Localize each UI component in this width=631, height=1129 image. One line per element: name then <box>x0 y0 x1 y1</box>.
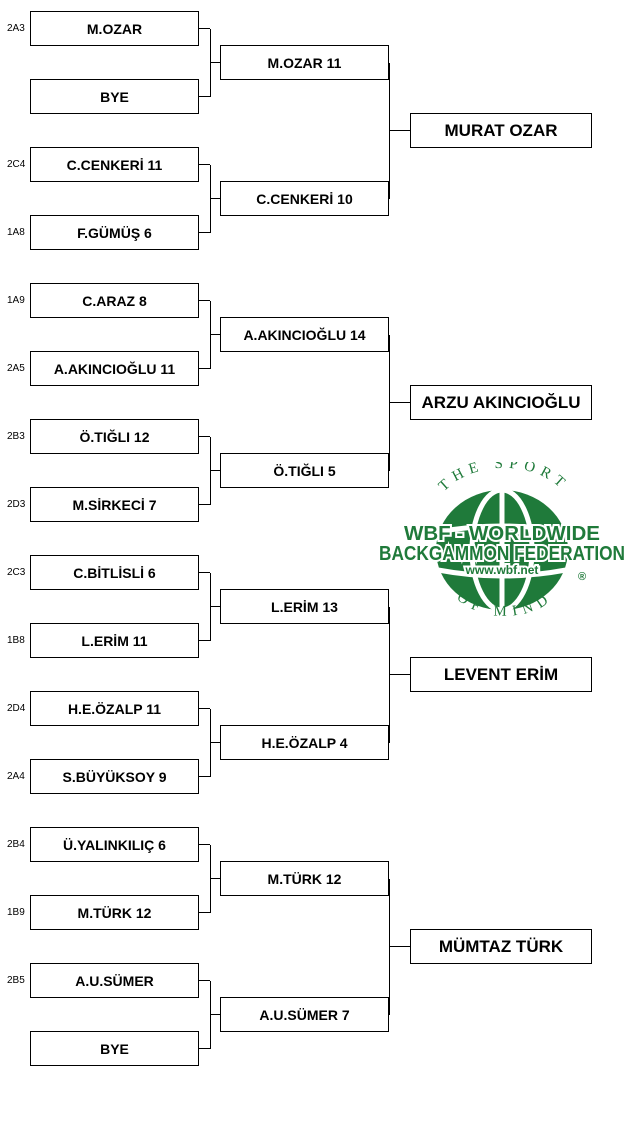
round2-player-box: L.ERİM 13 <box>220 589 389 624</box>
round1-player-box: A.U.SÜMER <box>30 963 199 998</box>
wbf-logo-graphic: THE SPORT OF MIND WBF - WORLDWIDE BACKGA… <box>377 456 627 620</box>
group-winner-box: LEVENT ERİM <box>410 657 592 692</box>
round1-player-box: A.AKINCIOĞLU 11 <box>30 351 199 386</box>
bracket-connector <box>199 980 210 981</box>
bracket-connector <box>199 776 210 777</box>
bracket-connector <box>199 300 210 301</box>
round2-player-box: C.CENKERİ 10 <box>220 181 389 216</box>
round1-player-box: C.BİTLİSLİ 6 <box>30 555 199 590</box>
round2-player-box: A.AKINCIOĞLU 14 <box>220 317 389 352</box>
bracket-connector <box>199 164 210 165</box>
seed-label: 2D4 <box>7 703 26 714</box>
seed-label: 2A5 <box>7 363 25 374</box>
round1-player-box: C.ARAZ 8 <box>30 283 199 318</box>
round1-player-box: M.OZAR <box>30 11 199 46</box>
logo-line1: WBF - WORLDWIDE <box>404 523 600 545</box>
bracket-connector <box>199 436 210 437</box>
round1-player-box: BYE <box>30 79 199 114</box>
seed-label: 2C4 <box>7 159 26 170</box>
round1-player-box: C.CENKERİ 11 <box>30 147 199 182</box>
bracket-connector <box>210 470 220 471</box>
bracket-connector <box>199 708 210 709</box>
bracket-connector <box>389 130 410 131</box>
bracket-connector <box>389 402 410 403</box>
bracket-connector <box>389 674 410 675</box>
bracket-connector <box>210 1014 220 1015</box>
bracket-connector <box>210 606 220 607</box>
seed-label: 2A4 <box>7 771 25 782</box>
bracket-connector <box>199 572 210 573</box>
wbf-logo: THE SPORT OF MIND WBF - WORLDWIDE BACKGA… <box>376 456 628 622</box>
round1-player-box: Ö.TIĞLI 12 <box>30 419 199 454</box>
bracket-connector <box>199 912 210 913</box>
bracket-connector <box>199 96 210 97</box>
bracket-connector <box>199 28 210 29</box>
seed-label: 2B4 <box>7 839 25 850</box>
round1-player-box: M.SİRKECİ 7 <box>30 487 199 522</box>
round1-player-box: Ü.YALINKILIÇ 6 <box>30 827 199 862</box>
logo-registered-mark: ® <box>578 571 586 583</box>
bracket-connector <box>199 844 210 845</box>
bracket-connector <box>210 198 220 199</box>
logo-line2: BACKGAMMON FEDERATION <box>379 543 625 565</box>
round1-player-box: F.GÜMÜŞ 6 <box>30 215 199 250</box>
bracket-connector <box>210 742 220 743</box>
seed-label: 2B3 <box>7 431 25 442</box>
round1-player-box: L.ERİM 11 <box>30 623 199 658</box>
seed-label: 1A9 <box>7 295 25 306</box>
seed-label: 1A8 <box>7 227 25 238</box>
seed-label: 1B8 <box>7 635 25 646</box>
round1-player-box: H.E.ÖZALP 11 <box>30 691 199 726</box>
round1-player-box: S.BÜYÜKSOY 9 <box>30 759 199 794</box>
bracket-connector <box>210 334 220 335</box>
round2-player-box: A.U.SÜMER 7 <box>220 997 389 1032</box>
bracket-connector <box>199 368 210 369</box>
round2-player-box: H.E.ÖZALP 4 <box>220 725 389 760</box>
bracket-connector <box>199 640 210 641</box>
seed-label: 2C3 <box>7 567 26 578</box>
bracket-connector <box>199 1048 210 1049</box>
bracket-connector <box>389 946 410 947</box>
round2-player-box: Ö.TIĞLI 5 <box>220 453 389 488</box>
round1-player-box: M.TÜRK 12 <box>30 895 199 930</box>
group-winner-box: MURAT OZAR <box>410 113 592 148</box>
bracket-connector <box>210 62 220 63</box>
round1-player-box: BYE <box>30 1031 199 1066</box>
seed-label: 2D3 <box>7 499 26 510</box>
seed-label: 2B5 <box>7 975 25 986</box>
bracket-connector <box>199 232 210 233</box>
group-winner-box: MÜMTAZ TÜRK <box>410 929 592 964</box>
bracket-connector <box>210 878 220 879</box>
seed-label: 2A3 <box>7 23 25 34</box>
bracket-connector <box>199 504 210 505</box>
seed-label: 1B9 <box>7 907 25 918</box>
group-winner-box: ARZU AKINCIOĞLU <box>410 385 592 420</box>
round2-player-box: M.TÜRK 12 <box>220 861 389 896</box>
round2-player-box: M.OZAR 11 <box>220 45 389 80</box>
logo-url: www.wbf.net <box>465 563 539 577</box>
